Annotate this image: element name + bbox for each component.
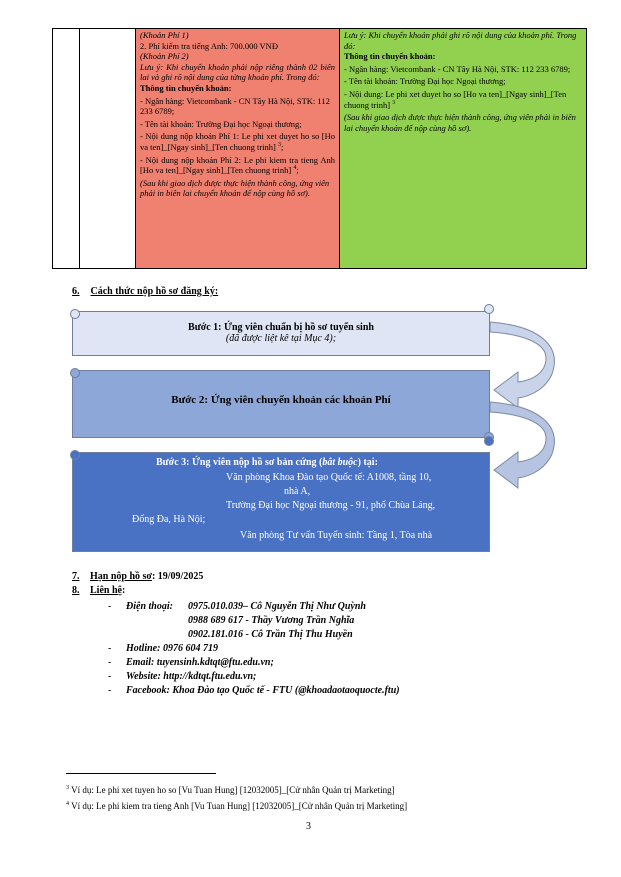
receipt-note: (Sau khi giao dịch được thực hiện thành … <box>344 112 576 133</box>
email-link[interactable]: Email: tuyensinh.kdtqt@ftu.edu.vn; <box>126 657 274 668</box>
receipt-note: (Sau khi giao dịch được thực hiện thành … <box>140 177 330 199</box>
fee-cell-green: Lưu ý: Khi chuyển khoản phải ghi rõ nội … <box>339 28 587 269</box>
account-name-line: - Tên tài khoản: Trường Đại học Ngoại th… <box>344 76 506 87</box>
scroll-curl <box>484 436 494 446</box>
step-3-line: Văn phòng Tư vấn Tuyển sinh: Tầng 1, Tòa… <box>240 530 433 541</box>
account-name-line: - Tên tài khoản: Trường Đại học Ngoại th… <box>140 118 302 129</box>
phone-3: 0902.181.016 - Cô Trần Thị Thu Huyền <box>188 629 353 640</box>
footnote-4: 4 Ví dụ: Le phi kiem tra tieng Anh [Vu T… <box>66 801 408 811</box>
fee-english: 2. Phí kiểm tra tiếng Anh: 700.000 VNĐ <box>140 40 278 51</box>
scroll-curl <box>70 309 80 319</box>
bank-line: - Ngân hàng: Vietcombank - CN Tây Hà Nội… <box>344 63 571 74</box>
step-1-text: Bước 1: Ứng viên chuẩn bị hồ sơ tuyển si… <box>188 322 374 344</box>
note-text: Lưu ý: Khi chuyển khoản phải ghi rõ nội … <box>344 30 577 51</box>
footnote-separator <box>66 773 216 774</box>
step-3-line: nhà A, <box>284 486 311 497</box>
footnote-3: 3 Ví dụ: Le phi xet tuyen ho so [Vu Tuan… <box>66 785 395 795</box>
section-7-deadline: 7.Hạn nộp hồ sơ: 19/09/2025 <box>72 571 204 582</box>
step-3-box <box>72 452 490 552</box>
section-8-heading: 8.Liên hệ: <box>72 585 126 596</box>
transfer-info-heading: Thông tin chuyển khoản: <box>344 51 436 62</box>
bullet-dash: - <box>108 685 112 696</box>
section-6-heading: 6. Cách thức nộp hồ sơ đăng ký: <box>72 286 219 297</box>
facebook-link[interactable]: Facebook: Khoa Đào tạo Quốc tế - FTU (@k… <box>126 685 400 696</box>
transfer-info-heading: Thông tin chuyển khoản: <box>140 82 232 93</box>
phone-2: 0988 689 617 - Thầy Vương Trần Nghĩa <box>188 615 355 626</box>
page-number: 3 <box>306 821 311 832</box>
table-cell-empty <box>79 28 136 269</box>
scroll-curl <box>70 450 80 460</box>
website-link[interactable]: Website: http://kdtqt.ftu.edu.vn; <box>126 671 257 682</box>
step-2-title: Bước 2: Ứng viên chuyển khoản các khoản … <box>171 394 391 406</box>
content-fee1-line: - Nội dung nộp khoản Phí 1: Le phi xet d… <box>140 131 335 152</box>
content-fee2-line: - Nội dung nộp khoản Phí 2: Le phi kiem … <box>140 154 335 176</box>
fee-label: (Khoản Phí 2) <box>140 51 189 62</box>
step-1-box <box>72 311 490 356</box>
step-3-line: Đống Đa, Hà Nội; <box>132 514 206 525</box>
fee-cell-red: (Khoản Phí 1) 2. Phí kiểm tra tiếng Anh:… <box>135 28 340 269</box>
bullet-dash: - <box>108 671 112 682</box>
step-3-line: Văn phòng Khoa Đào tạo Quốc tế: A1008, t… <box>226 472 432 483</box>
step-3-line: Trường Đại học Ngoại thương - 91, phố Ch… <box>226 500 436 511</box>
arrow-step2-to-step3 <box>489 401 555 489</box>
scroll-curl <box>70 368 80 378</box>
bullet-dash: - <box>108 657 112 668</box>
note-text: Lưu ý: Khi chuyển khoản phải nộp riêng t… <box>140 61 335 83</box>
arrow-step1-to-step2 <box>489 321 555 409</box>
table-cell-index <box>52 28 80 269</box>
bullet-dash: - <box>108 601 112 612</box>
phone-1: 0975.010.039– Cô Nguyễn Thị Như Quỳnh <box>188 601 366 612</box>
bank-line: - Ngân hàng: Vietcombank - CN Tây Hà Nội… <box>140 95 330 117</box>
scroll-curl <box>484 304 494 314</box>
hotline: Hotline: 0976 604 719 <box>126 643 218 654</box>
phone-label: Điện thoại: <box>126 601 173 612</box>
step-3-title: Bước 3: Ứng viên nộp hồ sơ bản cứng (bắt… <box>156 457 378 468</box>
step-2-box <box>72 370 490 438</box>
bullet-dash: - <box>108 643 112 654</box>
content-line: - Nội dung: Le phi xet duyet ho so [Ho v… <box>344 88 567 110</box>
flow-arrows <box>489 321 555 489</box>
fee-label: (Khoản Phí 1) <box>140 30 189 40</box>
